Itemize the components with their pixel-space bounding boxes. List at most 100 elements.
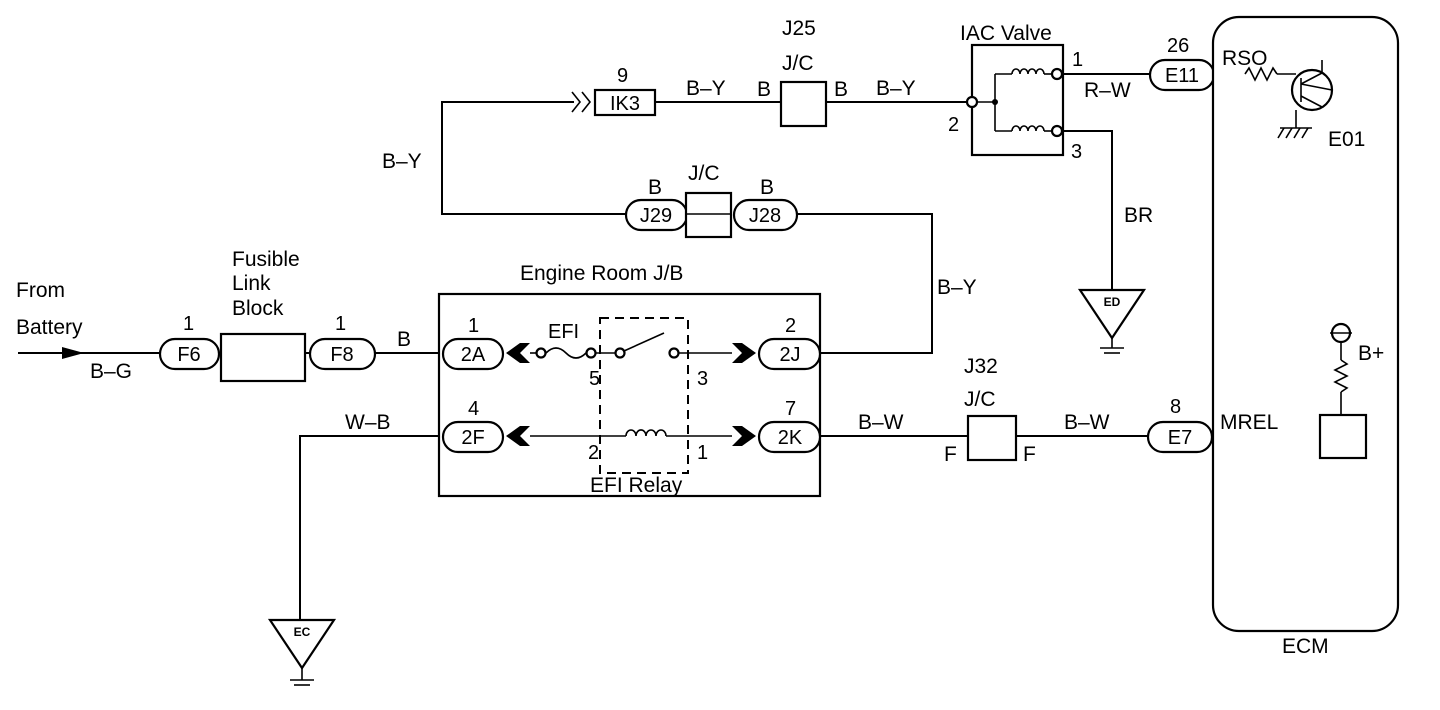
connector-2a-arrow-icon — [506, 343, 530, 363]
relay-coil-icon — [625, 429, 667, 437]
wire-label-b-y-right: B–Y — [937, 276, 977, 299]
ecm-ground-hatch-icon — [1277, 127, 1309, 139]
pin-2j: 2 — [785, 315, 796, 337]
battery-arrow-icon — [62, 347, 84, 359]
fusible-block-box — [219, 332, 307, 383]
connector-2j-arrow-icon — [732, 343, 756, 363]
ik3-plug-icon — [571, 91, 592, 113]
ground-ec: EC — [267, 618, 337, 686]
iac-valve: IAC Valve 1 2 3 — [948, 22, 1083, 163]
ecm-e01-label: E01 — [1328, 128, 1365, 151]
iac-coil-1-icon — [1011, 68, 1045, 75]
connector-f8 — [308, 337, 377, 371]
engine-room-jb: Engine Room J/B 1 2A 4 2F 2 2J 7 2K EFI — [437, 262, 822, 498]
connector-ik3 — [593, 88, 657, 117]
wire-label-b-y-left: B–Y — [382, 150, 422, 173]
ecm-bplus-label: B+ — [1358, 342, 1384, 365]
connector-ik3-group: 9 IK3 — [571, 65, 657, 117]
junction-j25-box — [779, 80, 828, 128]
relay-pin-3: 3 — [697, 368, 708, 390]
f8-pin: 1 — [335, 313, 346, 335]
connector-2f-arrow-icon — [506, 426, 530, 446]
junction-j32-box — [966, 414, 1018, 462]
relay-switch-terminal-right — [668, 347, 680, 359]
connector-e7-label: E7 — [1168, 427, 1192, 449]
transistor-emitter — [1300, 95, 1323, 108]
connector-2f — [441, 420, 505, 454]
engine-room-jb-box — [437, 292, 822, 498]
from-battery-line1: From — [16, 279, 65, 302]
ground-ed-triangle-icon — [1077, 288, 1147, 340]
relay-switch-blade-icon — [623, 332, 665, 352]
ecm-title: ECM — [1282, 635, 1329, 658]
iac-valve-title: IAC Valve — [960, 22, 1052, 45]
j32-title: J32 — [964, 355, 998, 378]
wire-label-b-w-2: B–W — [1064, 411, 1110, 434]
connector-2a-label: 2A — [461, 344, 486, 366]
connector-f6-label: F6 — [177, 344, 200, 366]
ground-ec-label: EC — [294, 625, 311, 639]
transistor-arrow-line — [1300, 83, 1333, 91]
wire-label-b-g: B–G — [90, 360, 132, 383]
j32-right-pin: F — [1023, 443, 1036, 466]
j28-pin: B — [760, 176, 774, 199]
rso-resistor-icon — [1244, 66, 1278, 82]
pin-2k: 7 — [785, 398, 796, 420]
connector-2a — [441, 337, 505, 371]
connector-j28 — [732, 198, 799, 232]
e11-pin: 26 — [1167, 35, 1189, 57]
wires — [18, 73, 1320, 620]
wire-label-br: BR — [1124, 204, 1153, 227]
pin-2f: 4 — [468, 398, 479, 420]
iac-terminal-3 — [1050, 124, 1064, 138]
connector-2j — [757, 337, 822, 371]
fusible-label-line2: Link — [232, 272, 271, 295]
bplus-resistor-icon — [1333, 359, 1349, 393]
efi-fuse-terminal-right — [585, 347, 597, 359]
wire-label-b: B — [397, 328, 411, 351]
j25-title: J25 — [782, 17, 816, 40]
j25-type: J/C — [782, 52, 814, 75]
ik3-pin: 9 — [617, 65, 628, 87]
connector-2k-arrow-icon — [732, 426, 756, 446]
connector-j29-label: J29 — [640, 205, 672, 227]
wire-iac-ed — [1062, 130, 1113, 290]
engine-room-jb-title: Engine Room J/B — [520, 262, 683, 285]
wire-label-b-y-top1: B–Y — [686, 77, 726, 100]
transistor-collector — [1300, 72, 1323, 85]
wire-2f-ec — [299, 435, 443, 620]
wire-label-w-b: W–B — [345, 411, 391, 434]
j29-j28-type: J/C — [688, 162, 720, 185]
connector-f8-label: F8 — [330, 344, 353, 366]
e7-pin: 8 — [1170, 396, 1181, 418]
connector-2k — [757, 420, 822, 454]
junction-j29-j28-box — [684, 191, 733, 239]
fusible-label-line1: Fusible — [232, 248, 300, 271]
relay-switch-terminal-left — [614, 347, 626, 359]
efi-fuse-label: EFI — [548, 321, 579, 343]
iac-coil-2-icon — [1011, 125, 1045, 132]
ground-ec-triangle-icon — [267, 618, 337, 670]
mrel-driver-box — [1318, 413, 1368, 460]
wire-label-r-w: R–W — [1084, 79, 1131, 102]
relay-pin-2: 2 — [588, 442, 599, 464]
iac-terminal-2 — [965, 95, 979, 109]
iac-pin-2: 2 — [948, 114, 959, 136]
connector-2f-label: 2F — [461, 427, 484, 449]
ecm: ECM RSO E01 B+ MREL — [1211, 15, 1400, 658]
ecm-box — [1211, 15, 1400, 633]
junction-j32: J32 J/C F F — [944, 355, 1036, 466]
connector-f6 — [158, 337, 221, 371]
connector-ik3-label: IK3 — [610, 93, 640, 115]
fusible-link-block: Fusible Link Block 1 F6 1 F8 B — [158, 248, 411, 383]
connector-2j-label: 2J — [779, 344, 800, 366]
j32-type: J/C — [964, 388, 996, 411]
j32-left-pin: F — [944, 443, 957, 466]
efi-relay-label: EFI Relay — [590, 474, 683, 497]
efi-fuse-terminal-left — [535, 347, 547, 359]
ecm-rso-label: RSO — [1222, 47, 1268, 70]
efi-relay-box — [599, 317, 689, 474]
junction-j25: J25 J/C B B — [757, 17, 848, 128]
transistor-icon — [1290, 68, 1334, 112]
wire-label-b-w-1: B–W — [858, 411, 904, 434]
